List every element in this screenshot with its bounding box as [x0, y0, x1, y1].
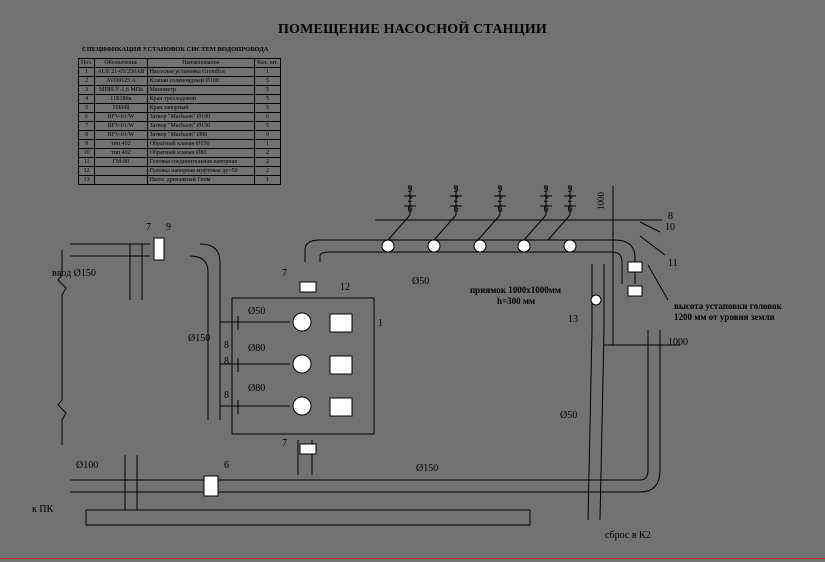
callout-stack-text: 2	[568, 194, 573, 205]
connector-icon	[627, 285, 643, 297]
callout-label: 8	[224, 356, 229, 367]
callout-leader	[477, 186, 506, 241]
diameter-label: Ø50	[248, 306, 266, 317]
diameter-label: Ø80	[248, 383, 266, 394]
callout-label: 8	[224, 340, 229, 351]
spec-table: Поз. Обозначение Наименование Кол. шт. 1…	[77, 58, 281, 185]
callout-label: 12	[340, 282, 350, 293]
pipe-stub	[124, 455, 138, 510]
inlet-label: ввод Ø150	[52, 268, 96, 279]
outlet-label: к ПК	[32, 504, 54, 515]
spec-cell: 1	[254, 175, 281, 185]
callout-stack-text: 2	[454, 194, 459, 205]
valve-icon	[381, 239, 395, 253]
valve-icon	[153, 237, 165, 261]
callout-label: 7	[282, 268, 287, 279]
spec-cell: Насос дренажный Гном	[146, 175, 256, 185]
pump-icon	[292, 354, 312, 374]
height-label: 1200 мм от уровня земли	[674, 312, 775, 322]
callout-label: 13	[568, 314, 578, 325]
riser-left	[189, 243, 221, 420]
callout-stack-text: 9	[454, 184, 459, 195]
discharge-label: сброс в К2	[605, 530, 651, 541]
drain-pipe	[587, 264, 605, 521]
bottom-pipe	[70, 330, 661, 493]
callout-label: 1	[378, 318, 383, 329]
diameter-label: Ø150	[188, 333, 211, 344]
callout-label: 8	[224, 390, 229, 401]
suction-lines	[220, 321, 290, 407]
diameter-label: Ø50	[412, 276, 430, 287]
motor-icon	[329, 313, 353, 333]
height-label: высота установки головок	[674, 301, 782, 311]
callout-stack-text: 9	[498, 184, 503, 195]
pit-depth-label: h=300 мм	[497, 296, 536, 306]
callout-leader	[433, 186, 462, 241]
callout-leader	[547, 186, 576, 241]
diameter-label: Ø50	[560, 410, 578, 421]
floor-slab	[85, 509, 531, 526]
callout-stack-text: 6	[498, 204, 503, 215]
callout-stack-text: 2	[544, 194, 549, 205]
callout-stack-text: 2	[498, 194, 503, 205]
valve-icon	[427, 239, 441, 253]
callout-stack-text: 9	[544, 184, 549, 195]
valve-icon	[299, 281, 317, 293]
dimension-label: 1000	[596, 192, 606, 210]
pump-icon	[292, 312, 312, 332]
callout-label: 7	[282, 438, 287, 449]
callout-label: 8	[668, 211, 673, 222]
motor-group	[153, 237, 643, 497]
callout-label: 11	[668, 258, 678, 269]
callout-label: 7	[146, 222, 151, 233]
diameter-label: Ø100	[76, 460, 99, 471]
dimension-label: 1000	[668, 337, 688, 348]
spec-header-row: Поз. Обозначение Наименование Кол. шт.	[77, 58, 281, 68]
callout-stack-text: 6	[544, 204, 549, 215]
pit-label: приямок 1000х1000мм	[470, 285, 561, 295]
valve-icon	[203, 475, 219, 497]
break-line	[57, 250, 67, 445]
diameter-label: Ø80	[248, 343, 266, 354]
connector-icon	[627, 261, 643, 273]
callout-label: 9	[166, 222, 171, 233]
inlet-pipe	[70, 243, 150, 257]
valve-icon	[299, 443, 317, 455]
inlet-pipe-branch	[129, 244, 143, 300]
drawing-title: ПОМЕЩЕНИЕ НАСОСНОЙ СТАНЦИИ	[277, 22, 548, 37]
callout-leader	[387, 186, 416, 241]
valve-icon	[517, 239, 531, 253]
diameter-label: Ø150	[416, 463, 439, 474]
valve-icon	[473, 239, 487, 253]
callout-stack-text: 9	[408, 184, 413, 195]
spec-cell: 13	[77, 175, 96, 185]
leader-lines	[639, 221, 669, 301]
pump-icon	[292, 396, 312, 416]
spec-title: СПЕЦИФИКАЦИЯ УСТАНОВОК СИСТЕМ ВОДОПРОВОД…	[82, 46, 269, 53]
callout-leader	[523, 186, 552, 241]
sheet-border	[0, 558, 825, 559]
manifold-top	[304, 239, 636, 284]
drain-pump-icon	[590, 294, 602, 306]
valve-group	[292, 239, 602, 416]
callout-stack-text: 6	[454, 204, 459, 215]
callout-stack-text: 9	[568, 184, 573, 195]
spec-cell	[94, 175, 148, 185]
callout-stack-text: 6	[408, 204, 413, 215]
motor-icon	[329, 355, 353, 375]
callout-stack-text: 2	[408, 194, 413, 205]
pump-unit-box	[231, 297, 375, 435]
callout-stack-text: 6	[568, 204, 573, 215]
callout-label: 10	[665, 222, 675, 233]
callout-label: 6	[224, 460, 229, 471]
motor-icon	[329, 397, 353, 417]
pump-branches	[220, 316, 290, 414]
valve-icon	[563, 239, 577, 253]
